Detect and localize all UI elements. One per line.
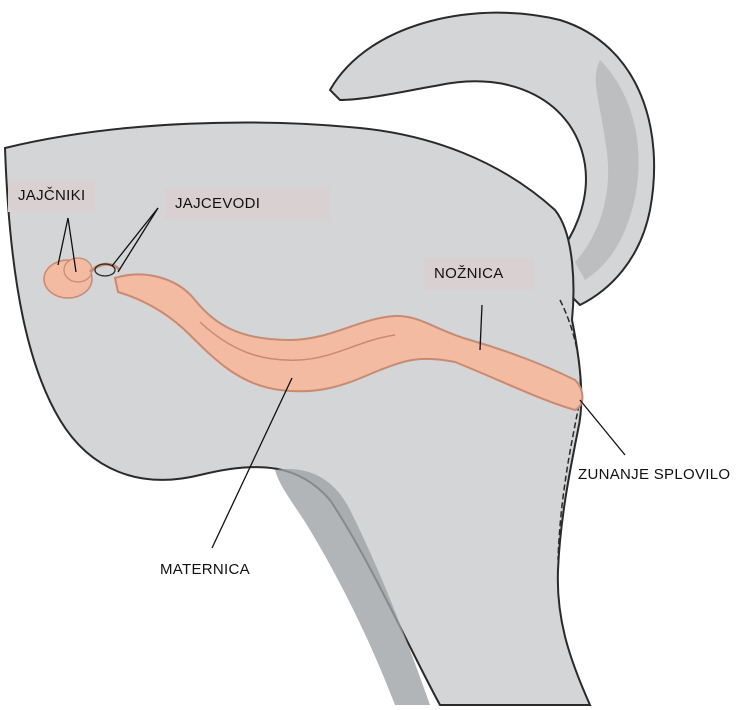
fur-edge xyxy=(557,299,581,561)
tail xyxy=(328,11,656,307)
leg-shadow xyxy=(275,469,430,705)
leader-vulva xyxy=(579,399,626,456)
leader-oviducts-2 xyxy=(117,207,159,273)
leader-vagina xyxy=(479,304,483,351)
label-vagina: NOŽNICA xyxy=(424,258,534,290)
tail-shadow xyxy=(575,60,639,280)
leader-uterus xyxy=(211,377,293,549)
label-ovaries: JAJČNIKI xyxy=(8,180,96,212)
label-uterus: MATERNICA xyxy=(160,561,250,578)
uterus-shape xyxy=(113,273,584,412)
oviduct-loop xyxy=(94,263,116,277)
leader-ovaries-2 xyxy=(67,217,77,273)
leader-ovaries-1 xyxy=(57,217,69,266)
uterus-fold xyxy=(199,321,396,361)
ovary-shape-2 xyxy=(63,257,93,283)
label-vulva: ZUNANJE SPLOVILO xyxy=(578,466,731,483)
label-oviducts: JAJCEVODI xyxy=(165,188,331,220)
leader-oviducts-1 xyxy=(111,207,159,267)
